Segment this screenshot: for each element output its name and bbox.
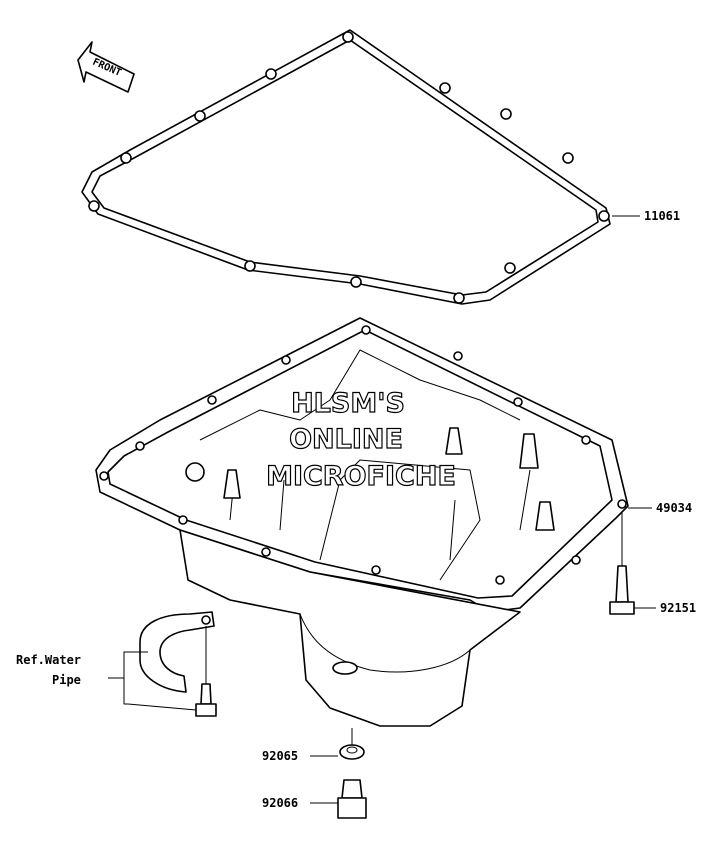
reference-label-line-2: Pipe (52, 673, 81, 687)
oil-pan (95, 317, 629, 727)
part-number-92151: 92151 (660, 601, 696, 615)
watermark: HLSM'S ONLINE MICROFICHE (265, 387, 456, 492)
watermark-line-2: ONLINE (289, 424, 403, 455)
part-number-11061: 11061 (644, 209, 680, 223)
part-number-92065: 92065 (262, 749, 298, 763)
drain-plug-92066 (337, 779, 367, 819)
front-arrow-icon: FRONT (77, 41, 135, 93)
leader-lines (108, 215, 656, 804)
part-number-49034: 49034 (656, 501, 692, 515)
water-pipe-clamp (139, 611, 217, 717)
part-number-92066: 92066 (262, 796, 298, 810)
reference-label-line-1: Ref.Water (16, 653, 81, 667)
pan-bolt-92151 (609, 512, 635, 615)
watermark-line-1: HLSM'S (291, 388, 405, 419)
watermark-line-3: MICROFICHE (266, 461, 456, 492)
oil-pan-gasket (81, 29, 611, 305)
drain-washer-92065 (339, 728, 365, 760)
